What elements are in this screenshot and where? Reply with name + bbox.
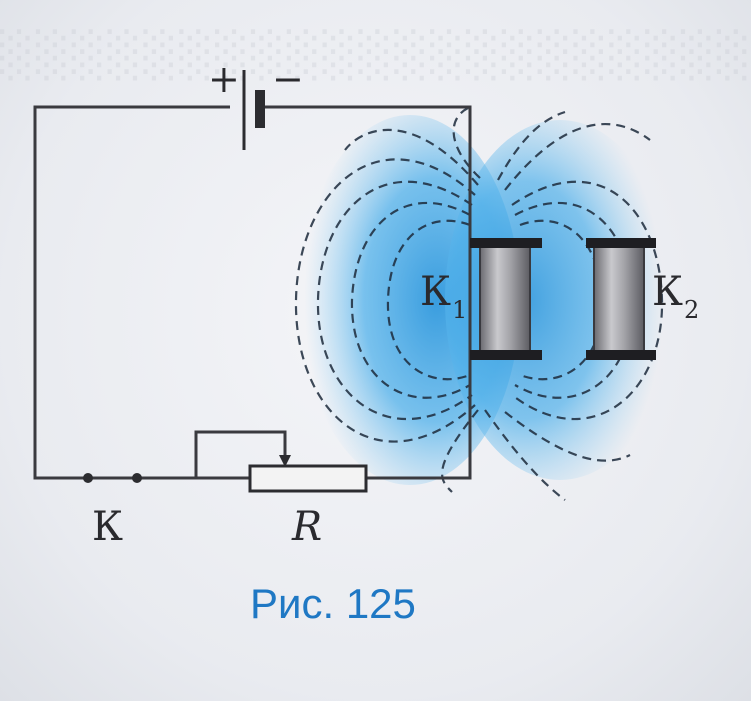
key-label: К (92, 504, 123, 550)
coil2-label: К (652, 269, 683, 315)
coil-k2 (586, 238, 656, 360)
rheostat-label: R (291, 504, 322, 550)
coil2-subscript: 2 (684, 296, 699, 324)
battery (242, 70, 265, 150)
key-switch (83, 473, 142, 483)
rheostat (248, 455, 368, 493)
coil-k1 (470, 238, 542, 360)
battery-plus-label: + (208, 57, 240, 101)
figure-caption: Рис. 125 (250, 580, 416, 627)
coil1-subscript: 1 (452, 296, 467, 324)
circuit-wires (33, 105, 472, 480)
magnetic-field-glow (300, 115, 675, 485)
battery-minus-label: − (272, 57, 304, 101)
coil1-label: К (420, 269, 451, 315)
